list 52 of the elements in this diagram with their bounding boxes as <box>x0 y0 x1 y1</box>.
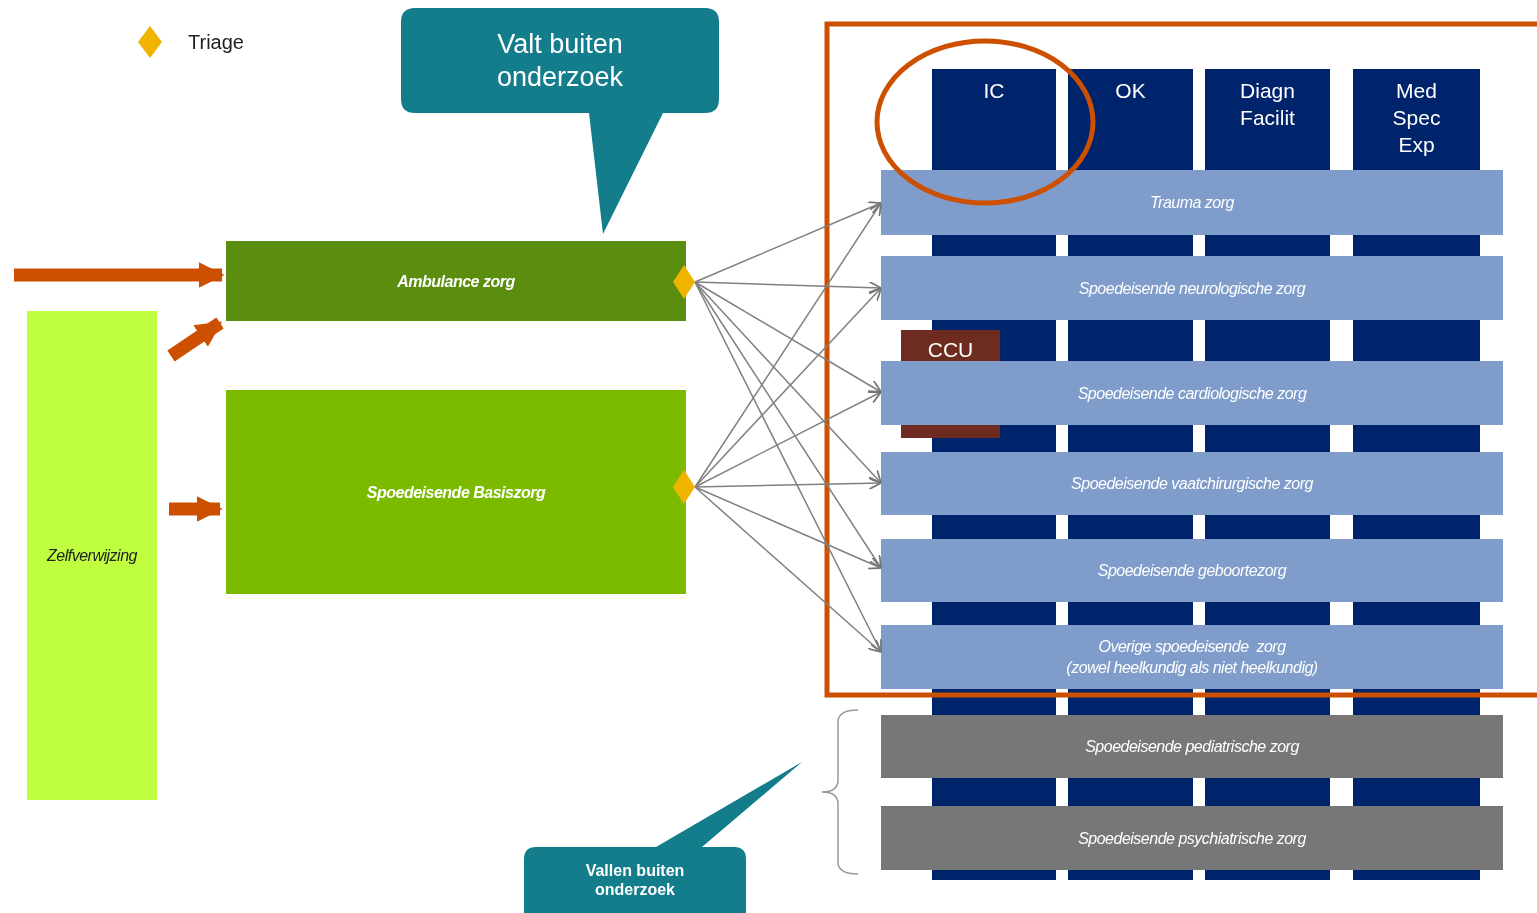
care-band <box>881 806 1503 870</box>
block-arrow <box>14 262 225 288</box>
process-box <box>226 241 686 321</box>
box-label: Spoedeisende Basiszorg <box>366 482 546 503</box>
legend-label: Triage <box>188 30 244 54</box>
care-band <box>881 170 1503 235</box>
arrow <box>694 486 882 653</box>
callout-bubble <box>524 762 802 913</box>
triage-diamond <box>673 265 695 299</box>
band-label: Spoedeisende geboortezorg <box>1097 561 1287 581</box>
process-box <box>226 390 686 594</box>
column-label: Diagn Facilit <box>1239 78 1296 131</box>
band-label: Spoedeisende pediatrische zorg <box>1085 737 1299 757</box>
care-band <box>881 539 1503 602</box>
arrow <box>694 281 882 653</box>
arrow <box>694 281 882 393</box>
block-arrow <box>167 317 224 362</box>
column-label: OK <box>1115 78 1146 104</box>
care-band <box>881 625 1503 689</box>
band-label: Trauma zorg <box>1150 193 1234 213</box>
column-box <box>1353 69 1480 170</box>
column-label: Med Spec Exp <box>1391 78 1442 158</box>
band-label: Spoedeisende psychiatrische zorg <box>1078 828 1306 849</box>
column-label: CCU <box>927 337 974 363</box>
box-label: Ambulance zorg <box>397 271 515 292</box>
band-label: Spoedeisende vaatchirurgische zorg <box>1071 474 1313 494</box>
callout-text: Vallen buiten onderzoek <box>584 860 686 900</box>
arrow <box>694 391 882 488</box>
callout-text: Valt buiten onderzoek <box>495 28 625 93</box>
block-arrow <box>169 496 223 522</box>
callout-bubble <box>401 8 719 234</box>
care-band <box>881 361 1503 425</box>
process-box <box>27 311 157 800</box>
column-box <box>932 69 1056 170</box>
band-note: (zowel heelkundig als niet heelkundig) <box>1066 658 1318 678</box>
care-band <box>881 256 1503 320</box>
arrow <box>694 281 882 569</box>
column-box <box>1205 69 1330 170</box>
arrow <box>694 476 882 491</box>
box-label: Zelfverwijzing <box>47 546 137 566</box>
column-label: IC <box>983 78 1005 104</box>
column-box <box>1068 69 1193 170</box>
band-label: Spoedeisende cardiologische zorg <box>1077 383 1307 404</box>
arrow <box>694 486 882 570</box>
arrow <box>694 201 882 283</box>
care-band <box>881 715 1503 778</box>
arrow <box>694 280 882 295</box>
band-label: Overige spoedeisende zorg <box>1098 637 1286 657</box>
unit-box <box>901 330 1000 361</box>
care-band <box>881 452 1503 515</box>
triage-diamond <box>673 470 695 504</box>
band-label: Spoedeisende neurologische zorg <box>1078 278 1306 299</box>
